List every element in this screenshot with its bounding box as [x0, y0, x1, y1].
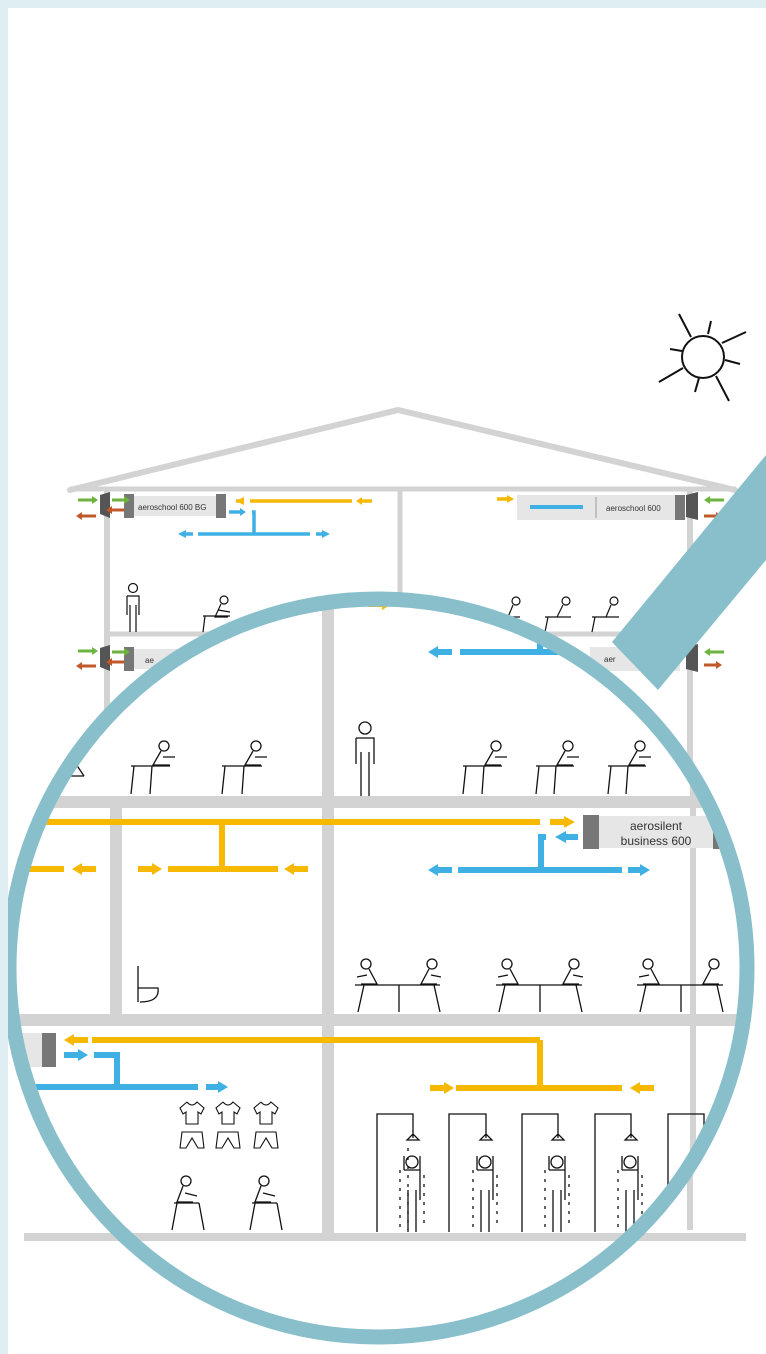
unit-label-magnified-1: aerosilent — [630, 819, 683, 833]
building-section-svg: aeroschool 600 BG aeroschool 600 ae aer — [8, 313, 766, 1345]
toilet-icon — [137, 966, 159, 1003]
clothes-icon — [179, 1101, 279, 1149]
person-seated-icon — [355, 958, 724, 1013]
sun-icon — [658, 313, 747, 402]
ducts-top-floor — [178, 495, 583, 538]
person-standing-icon — [355, 721, 375, 796]
shower-icon — [448, 1113, 498, 1232]
unit-top-left: aeroschool 600 BG — [100, 492, 226, 518]
roof — [67, 406, 738, 493]
shower-icon — [594, 1113, 643, 1232]
ducts-magnified — [16, 606, 654, 1094]
unit-label-top-right: aeroschool 600 — [606, 504, 661, 513]
unit-label-mid-left: ae — [145, 656, 154, 665]
person-seated-icon — [50, 740, 651, 795]
shower-icon — [521, 1113, 570, 1232]
magnifier-ring — [8, 591, 755, 1345]
unit-label-magnified-2: business 600 — [621, 834, 692, 848]
unit-label-top-left: aeroschool 600 BG — [138, 503, 207, 512]
unit-label-mid-right: aer — [604, 655, 616, 664]
person-standing-icon — [126, 582, 140, 632]
person-seated-icon — [495, 596, 619, 633]
shower-icon — [376, 1113, 425, 1232]
person-seated-icon — [58, 1157, 283, 1231]
fresh-exhaust-arrows-top — [76, 496, 724, 670]
magnifier-handle-icon — [612, 455, 766, 690]
ventilation-diagram: aeroschool 600 BG aeroschool 600 ae aer — [8, 8, 766, 1354]
unit-top-right: aeroschool 600 — [517, 492, 698, 520]
person-seated-icon — [202, 595, 231, 633]
